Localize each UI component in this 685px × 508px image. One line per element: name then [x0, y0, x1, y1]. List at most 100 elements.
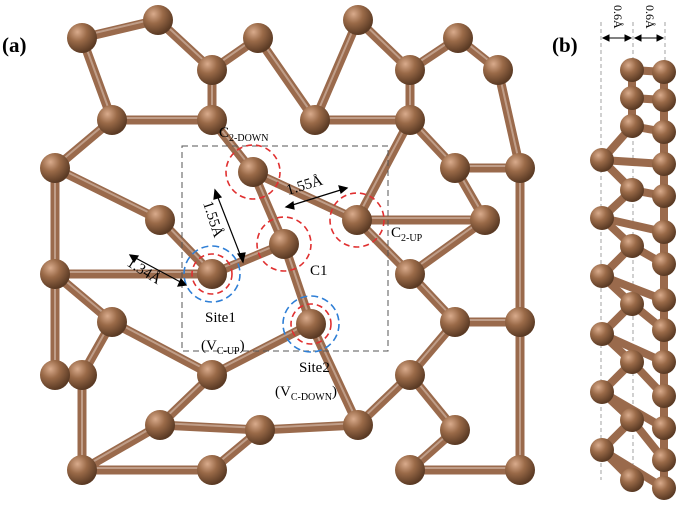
site2-red-marker [290, 303, 332, 345]
carbon-atom [652, 252, 676, 276]
carbon-atom [395, 105, 425, 135]
carbon-atom [620, 234, 644, 258]
atom-layer-b [590, 58, 676, 500]
carbon-atom [67, 455, 97, 485]
carbon-atom [197, 105, 227, 135]
carbon-atom [97, 105, 127, 135]
site2-blue-marker [282, 295, 340, 353]
carbon-atom [652, 184, 676, 208]
carbon-atom [590, 322, 614, 346]
carbon-atom [300, 105, 330, 135]
bond-highlight [252, 169, 358, 219]
carbon-atom [620, 468, 644, 492]
carbon-atom [590, 380, 614, 404]
carbon-atom [238, 157, 268, 187]
carbon-atom [652, 288, 676, 312]
carbon-atom [652, 416, 676, 440]
carbon-atom [652, 60, 676, 84]
buckling-arrows [601, 34, 665, 42]
bond [255, 420, 363, 435]
carbon-atom [652, 448, 676, 472]
atom-layer-a [40, 5, 535, 485]
site1-label: Site1 [205, 310, 236, 326]
site1-red-marker [191, 253, 233, 295]
site-markers [183, 144, 385, 353]
carbon-atom [143, 5, 173, 35]
carbon-atom [652, 152, 676, 176]
bond-length-134: 1.34Å [124, 255, 164, 288]
carbon-atom [652, 88, 676, 112]
carbon-atom [652, 350, 676, 374]
carbon-atom [652, 120, 676, 144]
carbon-atom [620, 350, 644, 374]
carbon-atom [296, 309, 326, 339]
carbon-atom [620, 292, 644, 316]
carbon-atom [590, 148, 614, 172]
carbon-atom [440, 307, 470, 337]
bond-highlight [314, 17, 359, 119]
carbon-atom [269, 229, 299, 259]
c2-up-label: C2-UP [391, 225, 423, 244]
bond [107, 317, 217, 380]
vc-down-label: (VC-DOWN) [275, 384, 337, 403]
vc-up-label: (VC-UP) [201, 338, 245, 357]
carbon-atom [343, 5, 373, 35]
buckling-height-1: 0.6Å [611, 5, 625, 29]
bond-highlight [257, 35, 316, 119]
carbon-atom [67, 23, 97, 53]
carbon-atom [483, 55, 513, 85]
c2-up-marker [329, 192, 385, 248]
panel-b-label: (b) [552, 33, 578, 57]
carbon-atom [620, 86, 644, 110]
bond [248, 167, 362, 225]
c1-marker [256, 216, 312, 272]
bond [155, 420, 265, 435]
carbon-atom [197, 455, 227, 485]
carbon-atom [343, 410, 373, 440]
bond-highlight [111, 319, 213, 374]
carbon-atom [197, 360, 227, 390]
carbon-atom [620, 58, 644, 82]
carbon-atom [620, 114, 644, 138]
carbon-atom [440, 415, 470, 445]
bond [253, 33, 320, 125]
carbon-atom [243, 23, 273, 53]
carbon-atom [652, 220, 676, 244]
carbon-atom [590, 264, 614, 288]
carbon-atom [652, 476, 676, 500]
carbon-atom [440, 153, 470, 183]
site2-label: Site2 [299, 360, 330, 376]
carbon-atom [145, 205, 175, 235]
buckling-height-2: 0.6Å [643, 5, 657, 29]
carbon-atom [197, 259, 227, 289]
carbon-atom [395, 360, 425, 390]
carbon-atom [395, 55, 425, 85]
carbon-atom [470, 205, 500, 235]
bond [207, 319, 316, 380]
panel-a-label: (a) [2, 33, 27, 57]
carbon-atom [652, 318, 676, 342]
carbon-atom [590, 206, 614, 230]
bond [50, 163, 165, 225]
carbon-atom [145, 410, 175, 440]
carbon-atom [197, 55, 227, 85]
carbon-atom [245, 415, 275, 445]
bond-highlight [159, 422, 261, 429]
carbon-atom [590, 438, 614, 462]
c1-label: C1 [310, 263, 328, 279]
bond-highlight [356, 117, 411, 219]
c2-down-marker [225, 144, 281, 200]
bond [405, 215, 490, 279]
bond [77, 420, 165, 475]
carbon-atom [40, 360, 70, 390]
carbon-atom [620, 178, 644, 202]
bond-highlight [54, 165, 161, 219]
carbon-atom [505, 153, 535, 183]
bond-highlight [310, 321, 359, 424]
carbon-atom [40, 259, 70, 289]
carbon-atom [395, 259, 425, 289]
carbon-atom [652, 384, 676, 408]
bond-highlight [211, 321, 312, 374]
carbon-atom [40, 153, 70, 183]
